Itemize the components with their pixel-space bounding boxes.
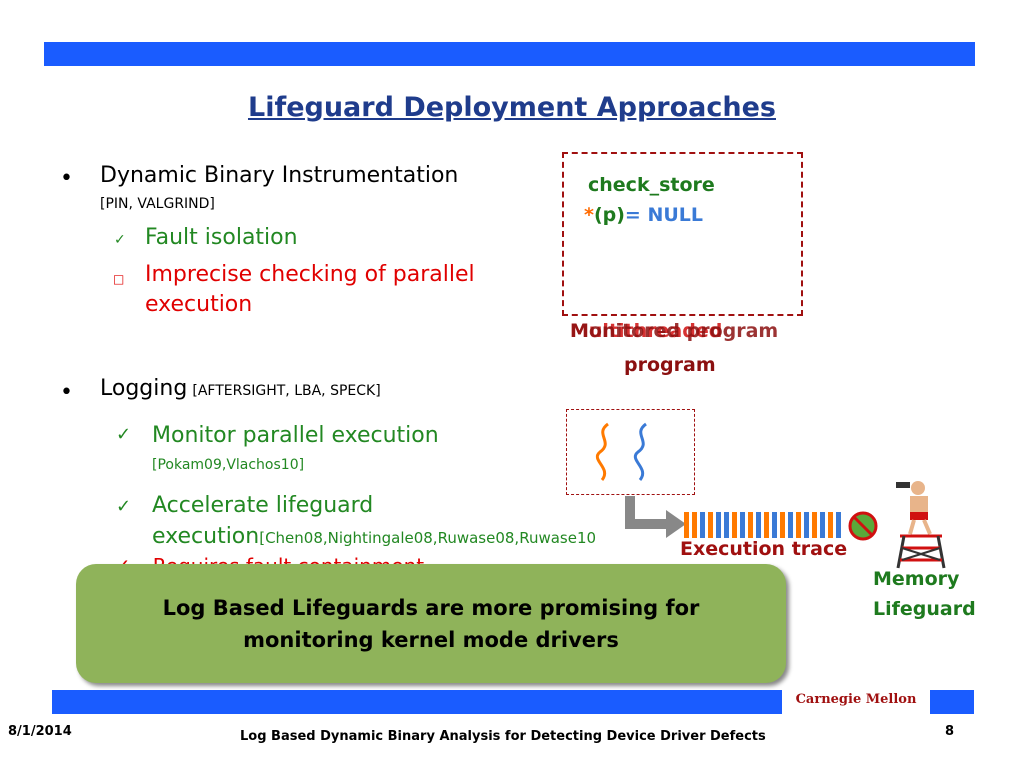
top-banner [44,42,975,66]
code-box [562,152,803,316]
check-icon: ✓ [116,424,132,445]
lifeguard-label-line2: Lifeguard [873,598,976,620]
bottom-banner-right [930,690,974,714]
logging-heading: Logging [100,376,188,401]
arrow-icon [625,496,686,538]
logging-item2-line2: execution [152,524,260,549]
callout-line1: Log Based Lifeguards are more promising … [162,596,700,620]
bug-forbidden-icon [848,511,878,541]
empty-box-icon: □ [113,272,125,286]
dbi-heading: Dynamic Binary Instrumentation [100,163,459,188]
callout-line2: monitoring kernel mode drivers [243,628,619,652]
code-line1: check_store [588,174,715,196]
hidden-item: ✓Requires fault containment [114,556,424,565]
logging-item1: Monitor parallel execution [152,423,439,448]
slide-title: Lifeguard Deployment Approaches [247,92,776,123]
check-icon: ✓ [116,496,132,517]
threads-icon [596,422,648,481]
code-star: * [584,204,594,226]
check-icon: ✓ [114,232,126,248]
bottom-banner-left [52,690,782,714]
trace-label: Execution trace [680,538,848,560]
footer-date: 8/1/2014 [8,724,72,739]
dbi-con-line1: Imprecise checking of parallel [145,262,475,287]
callout-box [76,564,786,683]
callout-text: Log Based Lifeguards are more promising … [76,592,786,656]
monitored-label-line1: Monitored program [570,320,779,342]
threads-box [566,409,695,495]
monitored-label-line2: program [624,354,716,376]
footer-talk-title: Log Based Dynamic Binary Analysis for De… [240,729,766,744]
lifeguard-label-line1: Memory [873,568,960,590]
org-name: Carnegie Mellon [795,692,917,707]
lifeguard-figure-icon [896,481,946,569]
logging-item1-refs: [Pokam09,Vlachos10] [152,457,305,473]
bullet-dot: • [60,166,73,191]
logging-refs: [AFTERSIGHT, LBA, SPECK] [192,383,381,399]
logging-item2-line1: Accelerate lifeguard [152,493,374,518]
logging-line: Logging [AFTERSIGHT, LBA, SPECK] [100,376,381,401]
code-line2: *(p)= NULL [584,204,703,226]
code-paren: (p) [593,204,625,226]
logging-item2-refs: [Chen08,Nightingale08,Ruwase08,Ruwase10 [259,529,597,547]
footer-page-number: 8 [945,724,955,739]
multithreaded-label: Multithreaded [570,320,723,342]
execution-trace-bar [684,512,884,538]
dbi-pro: Fault isolation [145,225,298,250]
dbi-refs: [PIN, VALGRIND] [100,196,215,212]
logging-item2-line2-wrap: execution[Chen08,Nightingale08,Ruwase08,… [152,524,596,549]
dbi-con-line2: execution [145,292,253,317]
bullet-dot: • [60,380,73,405]
code-eq: = NULL [624,204,703,226]
